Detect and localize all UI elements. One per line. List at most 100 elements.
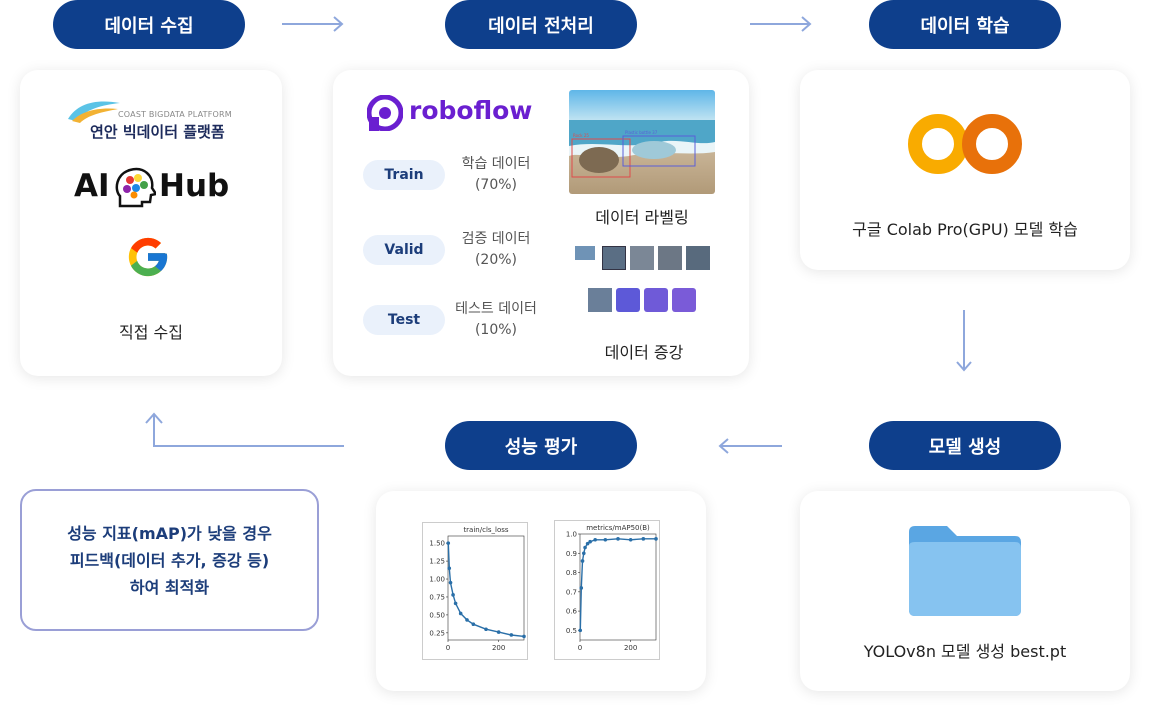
train-colab-label: 구글 Colab Pro(GPU) 모델 학습 <box>852 220 1078 239</box>
cls-loss-point <box>522 634 526 639</box>
label-box-bottle: Plastic bottle 37 <box>625 130 658 135</box>
feedback-line-3: 하여 최적화 <box>129 577 210 597</box>
map50-point <box>579 586 584 590</box>
split-test-tag: Test <box>363 305 445 335</box>
cls-loss-point <box>496 630 501 634</box>
cls-loss-point <box>448 580 453 585</box>
map50-point <box>583 545 587 550</box>
map50-point <box>582 551 586 556</box>
aug-thumb <box>672 288 696 312</box>
coast-platform-subtitle: COAST BIGDATA PLATFORM <box>118 110 232 119</box>
aug-thumb <box>588 288 612 312</box>
map50-point <box>603 537 608 542</box>
step-preprocess-pill: 데이터 전처리 <box>445 0 637 49</box>
split-valid-desc: 검증 데이터 (20%) <box>441 229 551 271</box>
colab-logo-icon <box>908 114 1022 174</box>
split-test-pct: (10%) <box>474 322 518 338</box>
coast-platform-logo-icon <box>68 101 120 123</box>
collect-card: COAST BIGDATA PLATFORM 연안 빅데이터 플랫폼 AI Hu… <box>20 70 282 376</box>
cls-loss-point <box>509 633 514 637</box>
step-train-pill: 데이터 학습 <box>869 0 1061 49</box>
map50-ytick-label: 0.7 <box>566 588 577 596</box>
map50-point <box>588 539 592 544</box>
aug-thumb <box>644 288 668 312</box>
map50-point <box>580 559 585 563</box>
cls-loss-point <box>446 541 451 545</box>
cls-loss-xtick-label: 0 <box>446 644 450 652</box>
map50-title: metrics/mAP50(B) <box>586 524 650 532</box>
aihub-logo-ai: AI <box>74 168 110 204</box>
map50-xtick-label: 0 <box>578 644 582 652</box>
cls-loss-ytick-label: 0.75 <box>429 593 445 601</box>
aug-thumb <box>602 246 626 270</box>
roboflow-logo-icon <box>367 95 403 131</box>
aug-thumb <box>686 246 710 270</box>
map50-frame <box>554 520 660 660</box>
preprocess-card: roboflow Train 학습 데이터 (70%) Valid 검증 데이터… <box>333 70 749 376</box>
step-collect-pill: 데이터 수집 <box>53 0 245 49</box>
labeling-sample-image: Rock 25 Plastic bottle 37 <box>569 90 715 194</box>
arrow-right-icon <box>750 16 812 32</box>
split-valid-tag: Valid <box>363 235 445 265</box>
map50-xtick-label: 200 <box>624 644 637 652</box>
map50-ytick-label: 0.5 <box>566 627 577 635</box>
augmentation-grid <box>571 242 717 328</box>
split-train-name: 학습 데이터 <box>461 156 531 172</box>
cls-loss-axes <box>447 535 525 641</box>
aug-thumb <box>630 246 654 270</box>
feedback-line-2: 피드백(데이터 추가, 증강 등) <box>69 550 270 570</box>
cls-loss-point <box>447 566 452 571</box>
aug-thumb <box>616 288 640 312</box>
augmentation-label: 데이터 증강 <box>604 343 684 362</box>
google-icon <box>128 237 168 277</box>
aug-thumb <box>658 246 682 270</box>
map50-point <box>616 537 620 541</box>
model-card: YOLOv8n 모델 생성 best.pt <box>800 491 1130 691</box>
split-train-pct: (70%) <box>474 177 518 193</box>
split-test-name: 테스트 데이터 <box>455 301 537 317</box>
aihub-head-icon <box>115 167 156 208</box>
cls-loss-point <box>451 593 455 597</box>
split-train-desc: 학습 데이터 (70%) <box>441 154 551 196</box>
map50-point <box>593 537 597 542</box>
map50-ytick-label: 0.6 <box>566 608 578 616</box>
cls-loss-point <box>458 611 463 616</box>
cls-loss-series-line <box>447 543 525 638</box>
aihub-logo: AI Hub <box>74 166 234 210</box>
feedback-box: 성능 지표(mAP)가 낮을 경우 피드백(데이터 추가, 증강 등) 하여 최… <box>20 489 319 631</box>
step-evaluate-pill: 성능 평가 <box>445 421 637 470</box>
cls-loss-ytick-label: 0.50 <box>429 611 445 619</box>
cls-loss-ytick-label: 1.00 <box>429 576 445 584</box>
map50-point <box>654 537 658 541</box>
arrow-left-icon <box>718 438 782 454</box>
split-valid-name: 검증 데이터 <box>461 231 531 247</box>
coast-platform-title: 연안 빅데이터 플랫폼 <box>90 123 225 141</box>
cls-loss-point <box>465 618 469 622</box>
folder-icon <box>909 526 1021 616</box>
step-train-label: 데이터 학습 <box>920 15 1010 37</box>
aihub-logo-hub: Hub <box>159 168 230 204</box>
step-model-pill: 모델 생성 <box>869 421 1061 470</box>
cls-loss-ytick-label: 1.50 <box>429 540 445 548</box>
map50-ytick-label: 1.0 <box>566 531 577 539</box>
map50-point <box>578 628 583 633</box>
roboflow-brand-text: roboflow <box>409 96 533 125</box>
split-train-tag: Train <box>363 160 445 190</box>
label-box-rock: Rock 25 <box>573 133 589 138</box>
map50-ytick-label: 0.9 <box>566 550 577 558</box>
cls-loss-frame <box>422 522 528 660</box>
collect-direct-label: 직접 수집 <box>119 323 183 342</box>
step-collect-label: 데이터 수집 <box>104 15 194 37</box>
arrow-right-icon <box>282 16 344 32</box>
aug-thumb <box>575 246 595 260</box>
cls-loss-point <box>484 627 488 632</box>
step-model-label: 모델 생성 <box>928 436 1002 458</box>
train-card: 구글 Colab Pro(GPU) 모델 학습 <box>800 70 1130 270</box>
cls-loss-ytick-label: 1.25 <box>429 558 445 566</box>
model-file-label: YOLOv8n 모델 생성 best.pt <box>863 642 1067 661</box>
cls-loss-point <box>453 601 458 606</box>
split-test-desc: 테스트 데이터 (10%) <box>441 299 551 341</box>
